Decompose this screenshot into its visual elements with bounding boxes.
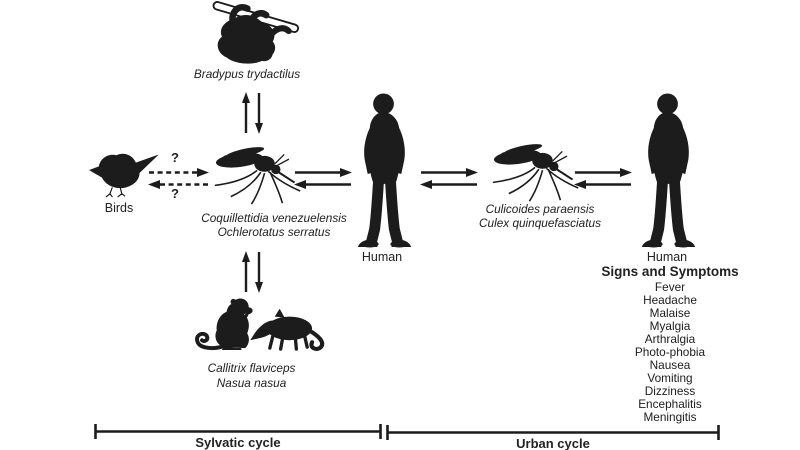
arrow-vector1-human-left	[294, 180, 351, 189]
sloth-species-label: Bradypus trydactilus	[193, 67, 301, 81]
arrow-human-vector2-left	[420, 180, 477, 189]
monkey-icon	[195, 298, 253, 351]
urban-vector-species-2: Culex quinquefasciatus	[479, 215, 601, 230]
human-sylvatic-label: Human	[361, 250, 403, 264]
symptoms-list: Fever Headache Malaise Myalgia Arthralgi…	[588, 281, 752, 424]
human-urban-icon	[641, 93, 696, 248]
bird-icon	[89, 153, 159, 198]
dashed-arrow-left	[148, 180, 208, 189]
urban-cycle-bracket	[386, 425, 720, 440]
symptom-item: Vomiting	[647, 371, 693, 385]
symptom-item: Dizziness	[644, 384, 696, 398]
human-sylvatic-icon	[357, 93, 412, 248]
symptom-item: Arthralgia	[644, 332, 696, 346]
arrows-sloth-vector	[242, 92, 263, 134]
arrow-human-vector2-right	[421, 168, 478, 177]
sylvatic-vector-species-2: Ochlerotatus serratus	[217, 224, 331, 239]
symptom-item: Meningitis	[643, 410, 697, 424]
arrow-vector2-human-right	[575, 168, 632, 177]
question-mark-top: ?	[171, 150, 179, 165]
birds-label: Birds	[104, 201, 134, 215]
sylvatic-vector-species-1: Coquillettidia venezuelensis	[201, 211, 347, 225]
sylvatic-vector-label: Coquillettidia venezuelensis Ochlerotatu…	[184, 211, 364, 239]
primate-species-2: Nasua nasua	[216, 376, 287, 390]
sylvatic-cycle-label: Sylvatic cycle	[195, 435, 281, 450]
urban-mosquito-icon	[492, 144, 579, 202]
primates-icons	[195, 298, 325, 351]
urban-vector-label: Culicoides paraensis Culex quinquefascia…	[450, 202, 630, 230]
symptom-item: Encephalitis	[638, 397, 702, 411]
symptom-item: Photo-phobia	[634, 345, 706, 359]
coati-icon	[250, 308, 325, 351]
symptom-item: Malaise	[649, 306, 691, 320]
urban-vector-species-1: Culicoides paraensis	[485, 202, 595, 216]
symptom-item: Myalgia	[649, 319, 691, 333]
arrows-vector-primates	[242, 251, 263, 293]
signs-title: Signs and Symptoms	[601, 264, 739, 279]
primate-species-1: Callitrix flaviceps	[207, 361, 296, 375]
arrow-vector2-human-left	[574, 180, 631, 189]
primates-label: Callitrix flaviceps Nasua nasua	[164, 361, 339, 391]
symptom-item: Headache	[643, 293, 697, 307]
urban-cycle-label: Urban cycle	[516, 436, 590, 450]
sylvatic-cycle-bracket	[94, 424, 382, 439]
human-urban-label: Human	[646, 250, 688, 264]
dashed-arrow-right	[149, 168, 209, 177]
symptom-item: Nausea	[649, 358, 691, 372]
sloth-icon	[212, 1, 300, 64]
arrow-vector1-human-right	[295, 168, 352, 177]
sylvatic-mosquito-icon	[214, 147, 301, 205]
symptom-item: Fever	[654, 280, 686, 294]
question-mark-bottom: ?	[171, 186, 179, 201]
